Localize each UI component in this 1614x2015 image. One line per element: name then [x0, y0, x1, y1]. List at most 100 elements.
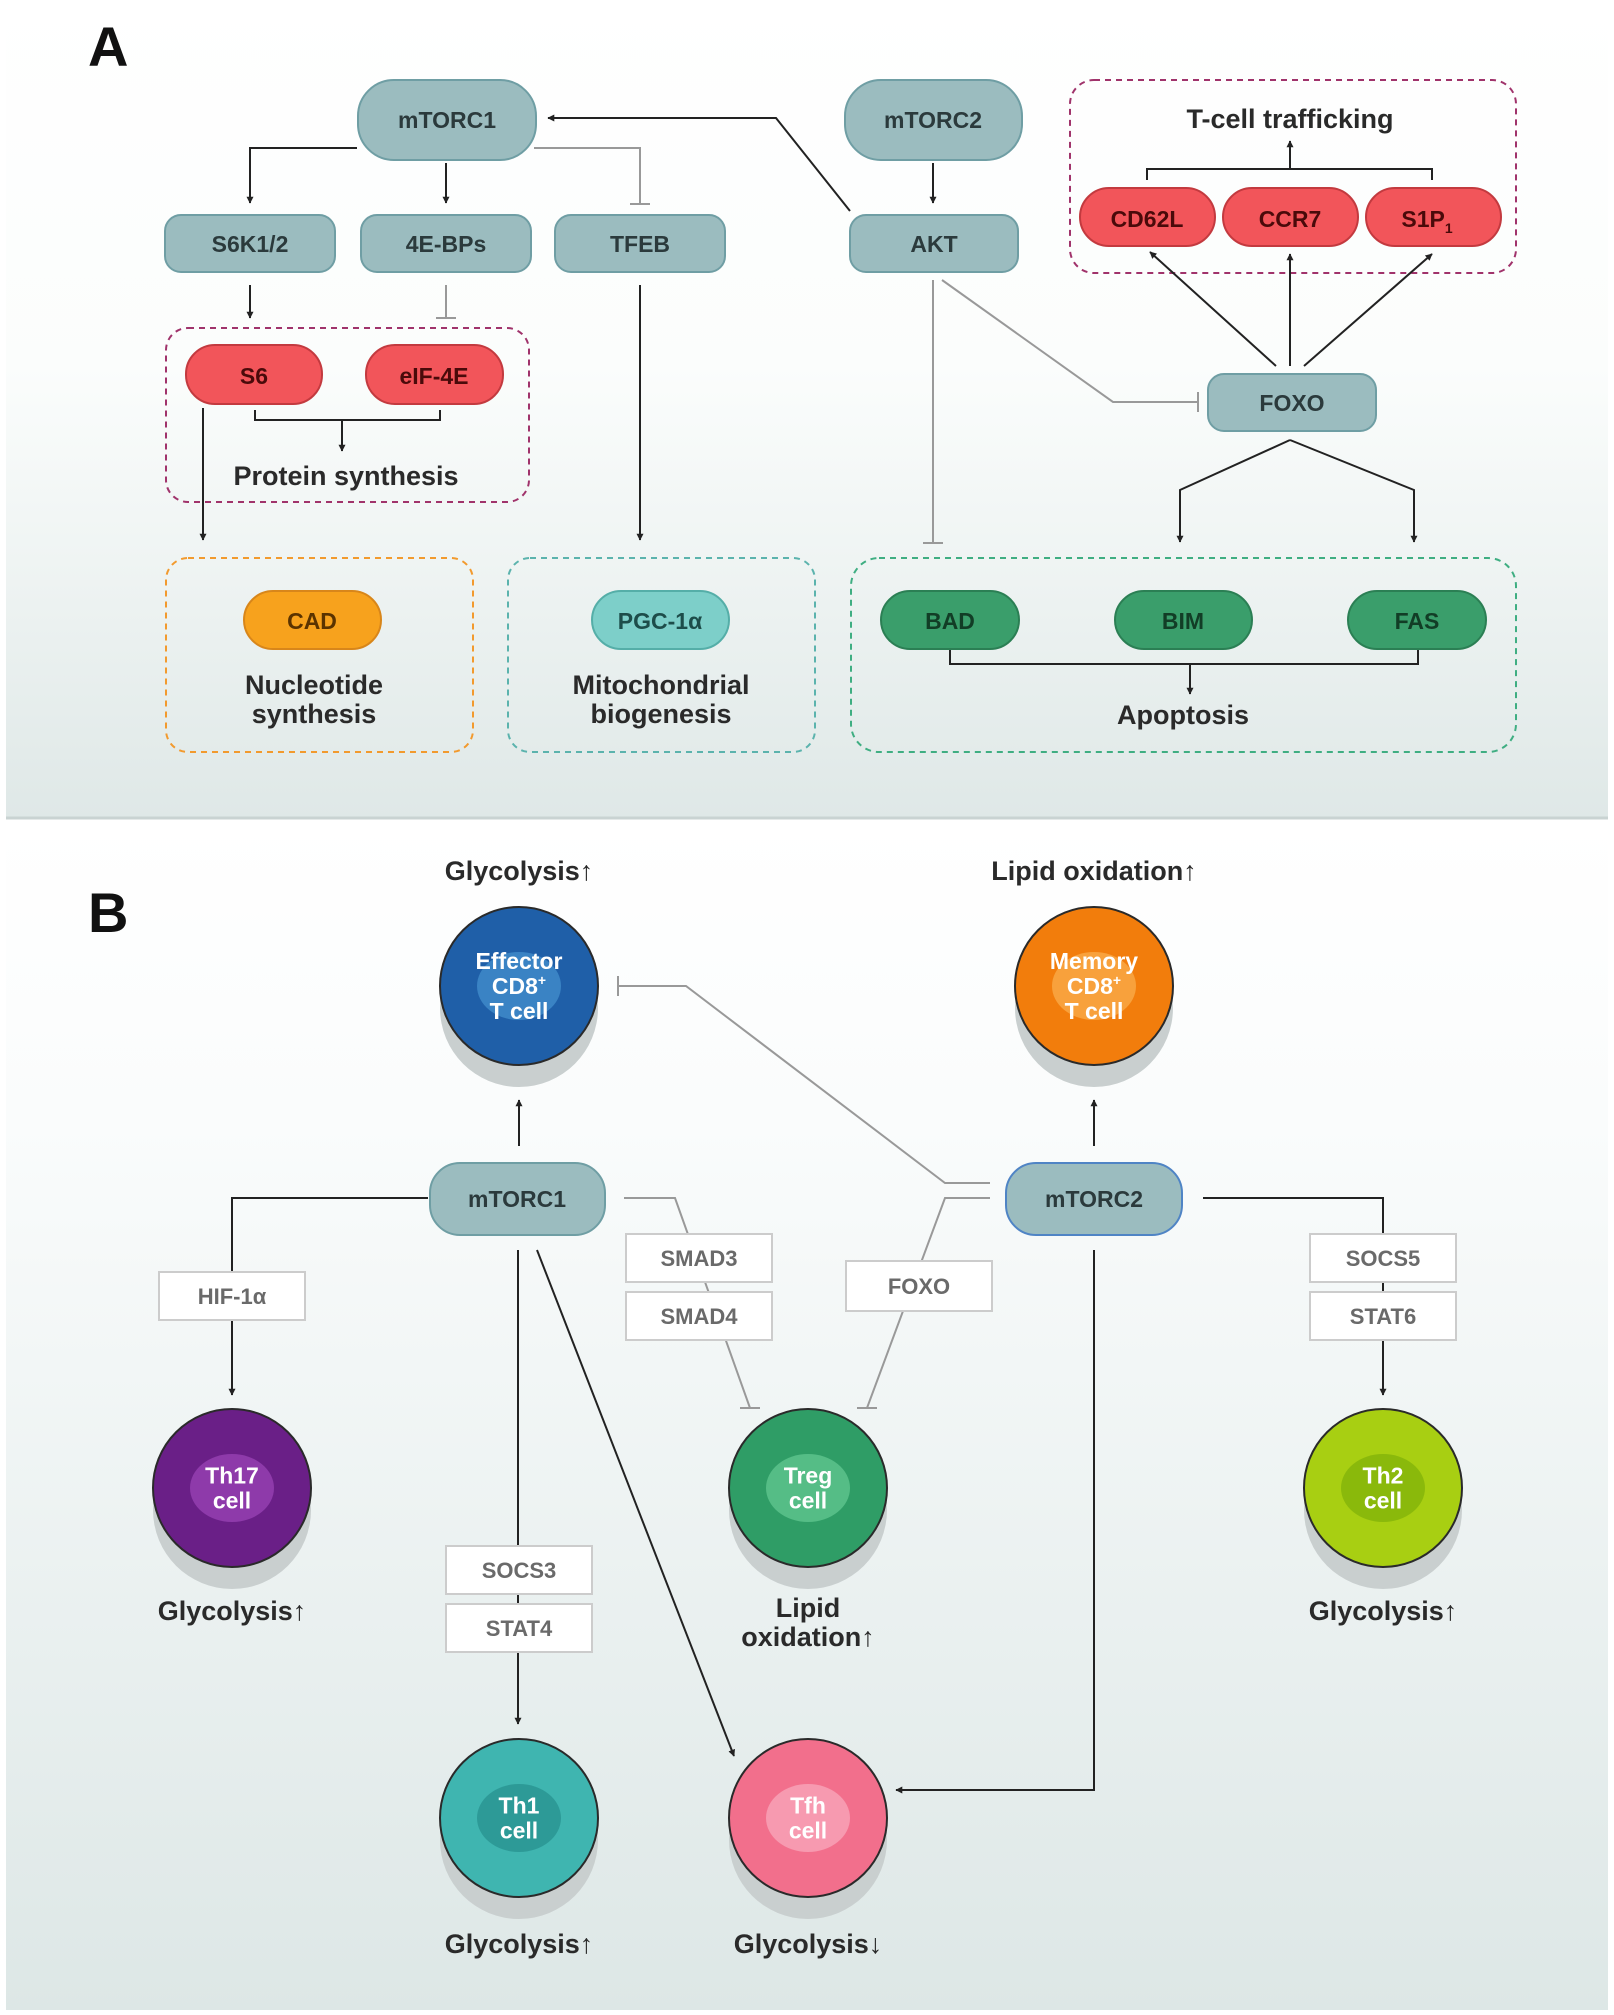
cell-th1-nucleus: [477, 1784, 561, 1852]
label-tfh-glycolysis: Glycolysis↓: [734, 1929, 883, 1959]
label-protein-synthesis: Protein synthesis: [233, 461, 458, 491]
cell-tfh-label-2-text: cell: [789, 1818, 827, 1844]
cell-memory-label-1: Memory: [1050, 948, 1138, 974]
cell-th2-label-2: cell: [1364, 1488, 1402, 1514]
cell-memory-label-sup: +: [1113, 972, 1121, 988]
cell-treg-nucleus: [766, 1454, 850, 1522]
apoptosis-group: [850, 557, 1517, 753]
label-mtorc1-a: mTORC1: [398, 107, 496, 133]
node-bad[interactable]: BAD: [880, 590, 1020, 650]
label-nucleotide-2: synthesis: [252, 699, 377, 729]
node-mtorc1-a[interactable]: mTORC1: [357, 79, 537, 161]
label-th17-glycolysis: Glycolysis↑: [158, 1596, 307, 1626]
cell-effector-label-3-text: T cell: [490, 998, 549, 1024]
protein-synthesis-bracket: [254, 410, 441, 421]
cell-effector-label-sup: +: [538, 972, 546, 988]
cell-tfh-label-1-text: Tfh: [790, 1793, 826, 1819]
edge-b-mtorc2-treg-inhibit: [866, 1197, 990, 1409]
node-eif4e[interactable]: eIF-4E: [365, 344, 504, 405]
edge-b-mtorc2-effector-inhibit: [618, 985, 990, 1184]
protein-synthesis-group: [165, 327, 530, 503]
node-4ebps[interactable]: 4E-BPs: [360, 214, 532, 273]
cell-memory-label-3: T cell: [1065, 998, 1124, 1024]
cell-memory-label-2-text: CD8: [1067, 973, 1113, 999]
edge-mtorc1-s6k: [246, 147, 357, 204]
node-mtorc2-a[interactable]: mTORC2: [844, 79, 1023, 161]
cell-th17-nucleus: [190, 1454, 274, 1522]
edge-foxo-cd62l: [1149, 251, 1277, 367]
apoptosis-bracket: [949, 650, 1419, 665]
label-th1-glycolysis: Glycolysis↑: [445, 1929, 594, 1959]
cell-treg-label-1: Treg: [784, 1463, 833, 1489]
cell-treg-label-1-text: Treg: [784, 1463, 833, 1489]
cell-th2-label-2-text: cell: [1364, 1488, 1402, 1514]
label-apoptosis: Apoptosis: [1117, 700, 1249, 730]
box-hif: HIF-1α: [158, 1271, 306, 1321]
cell-treg-label-2: cell: [789, 1488, 827, 1514]
label-s6: S6: [240, 363, 268, 389]
cell-effector-nucleus: [477, 952, 561, 1020]
node-bim[interactable]: BIM: [1114, 590, 1253, 650]
node-s1p1[interactable]: S1P1: [1365, 187, 1502, 247]
label-s1p1: S1P1: [1401, 206, 1452, 236]
node-pgc[interactable]: PGC-1α: [591, 590, 730, 650]
cell-memory-label-3-text: T cell: [1065, 998, 1124, 1024]
label-stat6: STAT6: [1350, 1304, 1416, 1329]
node-cd62l[interactable]: CD62L: [1079, 187, 1216, 247]
label-bim: BIM: [1162, 608, 1204, 634]
node-mtorc2-b[interactable]: mTORC2: [1005, 1162, 1183, 1236]
node-tfeb[interactable]: TFEB: [554, 214, 726, 273]
label-s6k: S6K1/2: [212, 231, 289, 257]
box-smad3: SMAD3: [625, 1233, 773, 1283]
cell-effector-label-2-text: CD8: [492, 973, 538, 999]
label-ccr7: CCR7: [1259, 206, 1322, 232]
node-s6k[interactable]: S6K1/2: [164, 214, 336, 273]
label-smad4: SMAD4: [660, 1304, 738, 1329]
label-akt: AKT: [910, 231, 957, 257]
cell-th2-nucleus: [1341, 1454, 1425, 1522]
label-memory-lipid: Lipid oxidation↑: [991, 856, 1196, 886]
label-s1p1-main: S1P: [1401, 206, 1444, 232]
node-fas[interactable]: FAS: [1347, 590, 1487, 650]
edge-foxo-s1p1: [1303, 253, 1433, 367]
edge-foxo-bad: [1176, 439, 1291, 543]
label-foxo-b: FOXO: [888, 1274, 950, 1299]
label-bad: BAD: [925, 608, 975, 634]
box-smad4: SMAD4: [625, 1291, 773, 1341]
cell-tfh-label-2: cell: [789, 1818, 827, 1844]
cell-treg-label-2-text: cell: [789, 1488, 827, 1514]
cell-effector-label-2: CD8+: [492, 972, 546, 999]
node-akt[interactable]: AKT: [849, 214, 1019, 273]
cell-th1-label-2: cell: [500, 1818, 538, 1844]
node-mtorc1-b[interactable]: mTORC1: [429, 1162, 606, 1236]
label-tfeb: TFEB: [610, 231, 670, 257]
cell-th2-label-1-text: Th2: [1363, 1463, 1404, 1489]
cell-effector-label-1: Effector: [476, 948, 563, 974]
cell-th17-label-2: cell: [213, 1488, 251, 1514]
edge-b-mtorc1-th17: [228, 1197, 428, 1396]
edge-b-mtorc1-tfh: [536, 1249, 735, 1757]
cell-th17-label-1-text: Th17: [205, 1463, 259, 1489]
label-treg-lipid-1: Lipid: [776, 1593, 840, 1623]
cell-memory-label-1-text: Memory: [1050, 948, 1138, 974]
edge-b-mtorc2-tfh: [895, 1250, 1095, 1794]
label-s1p1-sub: 1: [1445, 220, 1453, 236]
node-cad[interactable]: CAD: [243, 590, 382, 650]
label-4ebps: 4E-BPs: [406, 231, 487, 257]
label-cd62l: CD62L: [1111, 206, 1184, 232]
box-stat4: STAT4: [445, 1603, 593, 1653]
node-s6[interactable]: S6: [185, 344, 323, 405]
edge-foxo-fas: [1289, 439, 1418, 543]
label-mtorc2-b: mTORC2: [1045, 1186, 1143, 1212]
label-mtorc1-b: mTORC1: [468, 1186, 566, 1212]
node-foxo-a[interactable]: FOXO: [1207, 373, 1377, 432]
node-ccr7[interactable]: CCR7: [1222, 187, 1359, 247]
